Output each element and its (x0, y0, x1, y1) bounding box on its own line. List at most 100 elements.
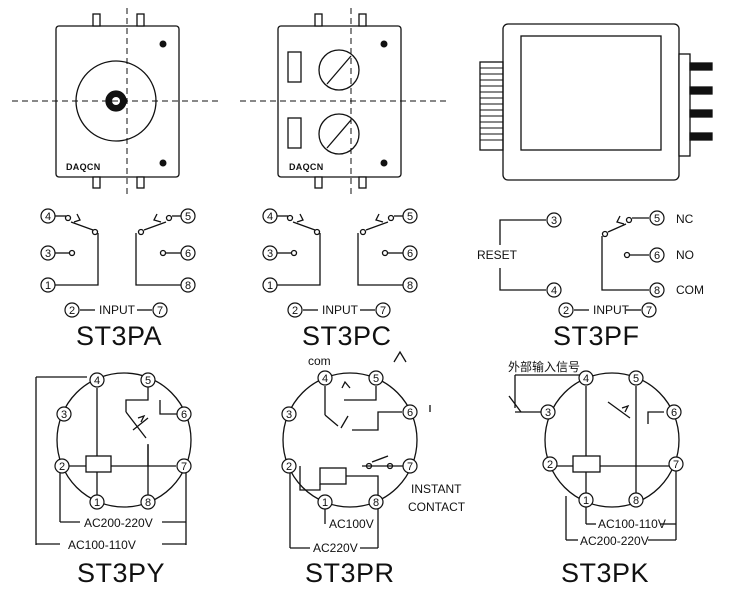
terminal-pin-number: 4 (45, 211, 51, 223)
terminal-pin-circle (540, 404, 556, 420)
terminal-pin-circle (317, 494, 333, 510)
terminal-pin-number: 5 (373, 373, 379, 385)
input-label-pa: INPUT (99, 303, 136, 317)
terminal-pin-circle (368, 494, 384, 510)
terminal-pin-circle (402, 245, 418, 261)
terminal-pin-circle (40, 277, 56, 293)
terminal-pin-number: 7 (407, 461, 413, 473)
terminal-pin-circle (402, 277, 418, 293)
terminal-pin-number: 5 (407, 211, 413, 223)
terminal-pin-circle (628, 370, 644, 386)
terminal-pin-circle (281, 406, 297, 422)
model-title-st3py: ST3PY (77, 558, 165, 588)
model-title-st3pk: ST3PK (561, 558, 649, 588)
terminal-pin-circle (649, 210, 665, 226)
terminal-pin-number: 8 (654, 285, 660, 297)
com-label-lower: com (308, 354, 331, 368)
terminal-pin-circle (649, 282, 665, 298)
terminal-pin-circle (40, 245, 56, 261)
st3pr-socket-wiring (282, 350, 431, 549)
terminal-pin-number: 2 (286, 461, 292, 473)
terminal-pin-number: 6 (671, 407, 677, 419)
terminal-pin-number: 6 (185, 248, 191, 260)
terminal-pin-number: 7 (181, 461, 187, 473)
terminal-pin-circle (287, 302, 303, 318)
terminal-pin-number: 8 (633, 495, 639, 507)
terminal-pin-circle (176, 458, 192, 474)
terminal-pin-circle (176, 406, 192, 422)
terminal-pin-number: 2 (59, 461, 65, 473)
model-title-st3pf: ST3PF (553, 321, 640, 351)
voltage-py-inner: AC200-220V (84, 516, 153, 530)
terminal-pin-circle (89, 494, 105, 510)
terminal-pin-number: 1 (322, 497, 328, 509)
text-labels: DAQCN DAQCN INPUT INPUT INPUT RESET NC N… (66, 162, 704, 588)
brand-logo-pa: DAQCN (66, 162, 101, 172)
terminal-pin-number: 3 (267, 248, 273, 260)
terminal-pin-circle (281, 458, 297, 474)
voltage-pr-inner: AC100V (329, 517, 374, 531)
terminal-pin-number: 1 (94, 497, 100, 509)
external-input-label: 外部输入信号 (508, 359, 580, 374)
terminal-pin-number: 4 (322, 373, 328, 385)
st3pa-contact-schematic (54, 213, 182, 311)
terminal-pin-number: 6 (181, 409, 187, 421)
st3pa-front-view (12, 8, 222, 196)
st3pk-socket-wiring (508, 372, 680, 541)
brand-logo-pc: DAQCN (289, 162, 324, 172)
terminal-pin-number: 6 (654, 250, 660, 262)
com-label: COM (676, 283, 704, 297)
terminal-pin-circle (578, 370, 594, 386)
terminal-pin-number: 5 (185, 211, 191, 223)
terminal-pin-number: 3 (286, 409, 292, 421)
terminal-pin-circle (402, 404, 418, 420)
model-title-st3pr: ST3PR (305, 558, 395, 588)
terminal-pin-circle (180, 208, 196, 224)
terminal-pin-number: 2 (547, 459, 553, 471)
terminal-pin-circle (140, 372, 156, 388)
terminal-pin-number: 3 (45, 248, 51, 260)
terminal-pin-circle (542, 456, 558, 472)
model-title-st3pa: ST3PA (76, 321, 162, 351)
terminal-pin-number: 4 (583, 373, 589, 385)
no-label: NO (676, 248, 694, 262)
voltage-pr-outer: AC220V (313, 541, 358, 555)
terminal-pin-number: 3 (551, 215, 557, 227)
st3pf-side-view (479, 23, 713, 181)
st3py-socket-wiring (35, 372, 192, 545)
terminal-pin-circle (375, 302, 391, 318)
terminal-pin-circle (54, 458, 70, 474)
terminal-pin-number: 2 (563, 305, 569, 317)
terminal-pin-circle (402, 208, 418, 224)
st3pf-contact-schematic (499, 215, 649, 311)
terminal-pin-number: 3 (545, 407, 551, 419)
terminal-pin-circle (56, 406, 72, 422)
voltage-py-outer: AC100-110V (68, 538, 136, 552)
terminal-pin-number: 7 (157, 305, 163, 317)
terminal-pin-circle (649, 247, 665, 263)
instant-contact-line2: CONTACT (408, 500, 466, 514)
st3pc-front-view (240, 8, 448, 196)
terminal-pin-circle (152, 302, 168, 318)
terminal-pin-number: 1 (45, 280, 51, 292)
terminal-pin-circle (628, 492, 644, 508)
input-label-pf: INPUT (593, 303, 630, 317)
terminal-pin-circle (262, 208, 278, 224)
terminal-pin-number: 7 (646, 305, 652, 317)
reset-label: RESET (477, 248, 518, 262)
terminal-pin-circle (262, 277, 278, 293)
terminal-pin-number: 4 (94, 375, 100, 387)
terminal-pin-circle (666, 404, 682, 420)
terminal-pin-circle (89, 372, 105, 388)
terminal-pin-number: 2 (292, 305, 298, 317)
st3pc-contact-schematic (276, 213, 404, 311)
terminal-pin-circle (668, 456, 684, 472)
terminal-pin-circle (546, 282, 562, 298)
input-label-pc: INPUT (322, 303, 359, 317)
terminal-pin-circle (368, 370, 384, 386)
terminal-pin-circle (558, 302, 574, 318)
terminal-pin-number: 5 (633, 373, 639, 385)
terminal-pin-circle (546, 212, 562, 228)
